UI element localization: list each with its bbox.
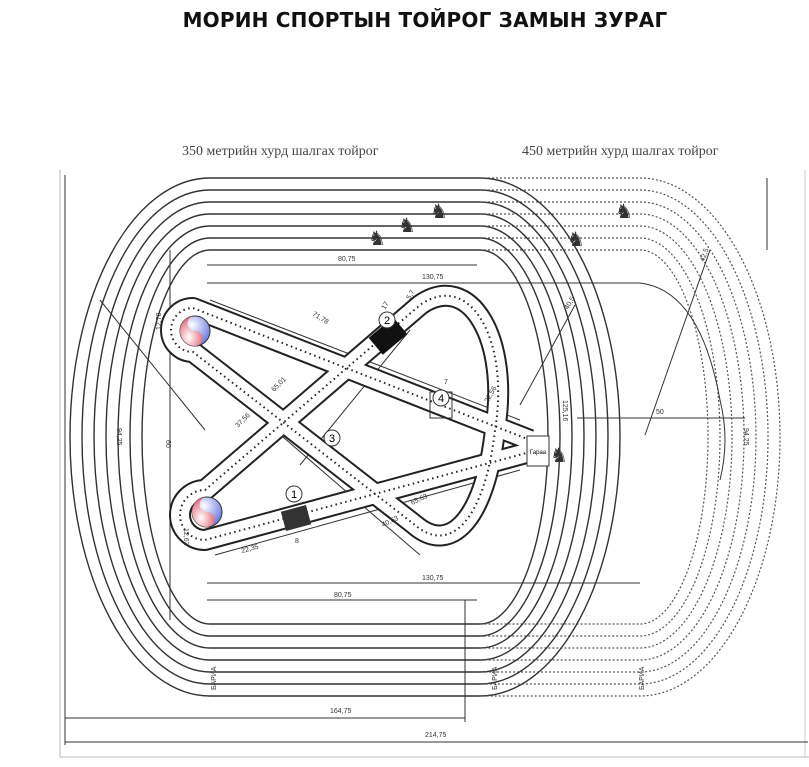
obstacle-4-label: 4 (438, 393, 444, 405)
lane-line-450 (480, 237, 721, 637)
finish-labels: БАРИА БАРИА БАРИА (211, 666, 646, 690)
start-box (526, 435, 550, 467)
dim-label: 80,75 (338, 256, 356, 263)
track-450-label: 450 метрийн хурд шалгах тойрог (522, 144, 719, 159)
obstacle-3-label: 3 (329, 433, 335, 445)
dim-label: 22,35 (241, 544, 260, 555)
obstacle-numbers: 1 2 3 4 (285, 311, 450, 503)
finish-label: БАРИА (639, 666, 646, 690)
finish-label: БАРИА (492, 666, 499, 690)
lane-line (69, 177, 621, 697)
dim-label: 94,25 (115, 428, 122, 446)
dim-label: 17 (381, 301, 391, 311)
horse-icon: ♞ (398, 215, 416, 237)
dim-label: 164,75 (330, 708, 352, 715)
dimension-labels: 80,75 130,75 71,78 65,01 37,56 22,35 8 6… (115, 247, 749, 739)
finish-label: БАРИА (211, 666, 218, 690)
dim-label: 12,63 (182, 528, 189, 546)
figure-eight-track (160, 284, 535, 551)
lane-line-450 (480, 189, 769, 685)
dim-label: 40,63 (381, 515, 400, 529)
horse-icon: ♞ (615, 201, 633, 223)
turn-marker-top-red (180, 316, 203, 346)
lane-line-450 (480, 177, 781, 697)
horse-icon: ♞ (567, 229, 585, 251)
dim-label: 71,78 (311, 311, 330, 326)
lane-line (93, 201, 597, 673)
dim-label: 7 (444, 379, 448, 386)
start-label: Гараа (530, 450, 547, 456)
obstacle-1-block (280, 504, 312, 532)
horse-icon: ♞ (550, 445, 568, 467)
lane-line (141, 249, 549, 625)
dim-label: 50 (656, 409, 664, 416)
lane-line (129, 237, 561, 637)
lane-line (105, 213, 585, 661)
dim-label: 42,5 (699, 247, 710, 262)
dim-label: 125,16 (561, 400, 568, 422)
dimension-lines (64, 175, 808, 745)
horse-icons: ♞ ♞ ♞ ♞ ♞ ♞ (368, 201, 633, 467)
dim-label: 5,7 (406, 289, 417, 301)
obstacle-2-label: 2 (384, 315, 390, 327)
dim-label: 130,75 (422, 274, 444, 281)
horse-icon: ♞ (368, 228, 386, 250)
page-title: МОРИН СПОРТЫН ТОЙРОГ ЗАМЫН ЗУРАГ (182, 8, 668, 32)
lane-line-450 (480, 201, 757, 673)
dim-label: 12,78 (156, 312, 163, 330)
dim-label: 65,01 (270, 376, 287, 393)
lane-line-450 (480, 213, 745, 661)
lane-line (81, 189, 609, 685)
obstacle-1-label: 1 (291, 489, 297, 501)
dim-label: 60 (164, 440, 171, 448)
dim-label: 94,25 (742, 428, 749, 446)
turn-marker-bottom-red (192, 497, 215, 527)
dim-label: 80,75 (334, 592, 352, 599)
outer-lanes (69, 177, 781, 697)
track-350-label: 350 метрийн хурд шалгах тойрог (182, 144, 379, 159)
dim-label: 8 (295, 538, 299, 545)
dim-label: 130,75 (422, 575, 444, 582)
dim-label: 214,75 (425, 732, 447, 739)
lane-line (117, 225, 573, 649)
horse-icon: ♞ (430, 201, 448, 223)
dim-label: 37,56 (234, 412, 251, 429)
obstacle-2-block (368, 317, 408, 355)
